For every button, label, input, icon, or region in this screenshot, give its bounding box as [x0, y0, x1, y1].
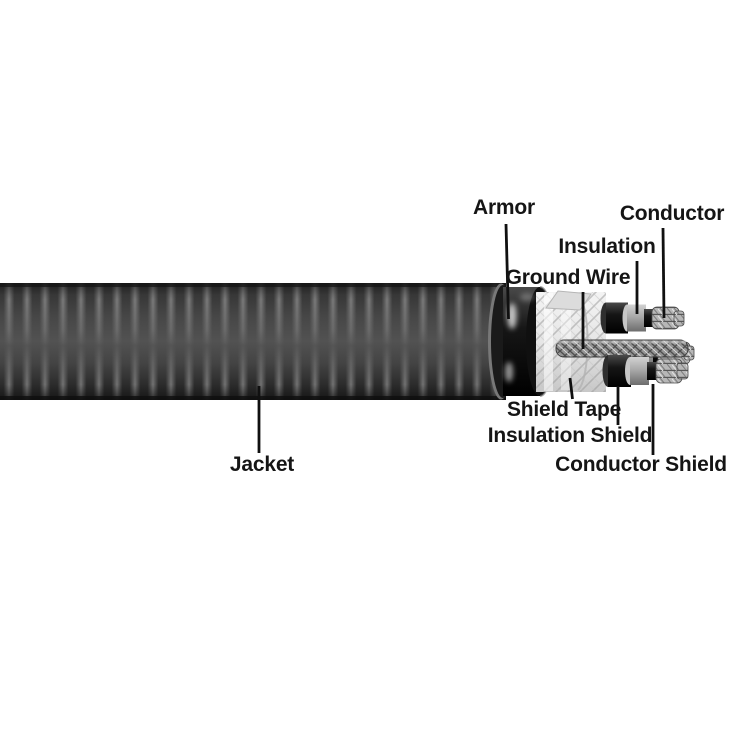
shield-tape-flap [545, 290, 592, 311]
label-insulation-shield: Insulation Shield [487, 424, 653, 447]
label-insulation: Insulation [558, 235, 656, 258]
conductor-top [600, 302, 685, 334]
label-armor: Armor [472, 196, 536, 219]
leader-armor [504, 223, 510, 320]
ground-wire-braid [555, 339, 689, 358]
leader-lines [257, 223, 666, 455]
label-conductor-shield: Conductor Shield [555, 453, 727, 476]
leader-conductor [661, 227, 666, 319]
cable-jacket [0, 283, 508, 400]
label-ground-wire: Ground Wire [505, 266, 631, 289]
label-jacket: Jacket [229, 453, 295, 476]
leader-shield-tape [568, 377, 574, 400]
label-conductor: Conductor [619, 202, 725, 225]
label-shield-tape: Shield Tape [506, 398, 622, 421]
conductor-bottom [602, 355, 689, 387]
